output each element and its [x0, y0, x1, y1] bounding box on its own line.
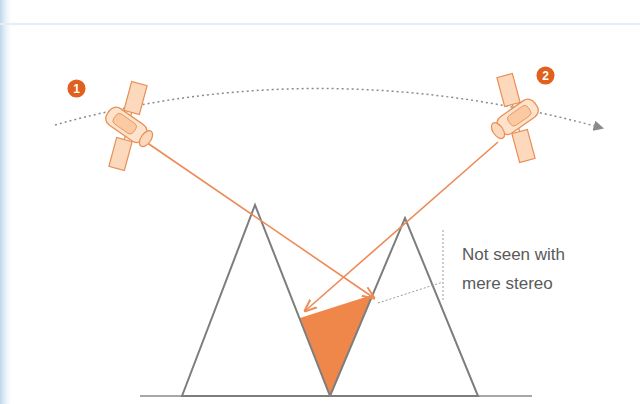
annotation-text: Not seen with mere stereo	[462, 240, 594, 298]
satellite	[83, 76, 175, 177]
callout-number: 1	[67, 79, 86, 98]
callout-circle	[536, 66, 554, 84]
slide-rule	[0, 23, 640, 25]
mountain	[182, 205, 330, 396]
sight-line	[146, 142, 374, 298]
slide-edge	[0, 0, 14, 404]
leader-line	[378, 282, 443, 303]
callout-number: 2	[536, 66, 555, 85]
mountain	[330, 218, 478, 396]
callout-circle	[67, 79, 85, 97]
leader-line	[443, 230, 444, 300]
callout-number: 1	[67, 79, 86, 98]
callout-number: 2	[536, 66, 555, 85]
